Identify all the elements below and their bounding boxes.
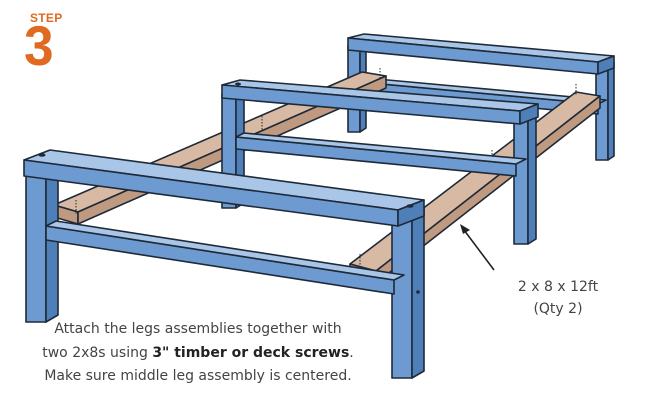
instruction-line-1: Attach the legs assemblies together with	[54, 321, 342, 337]
instruction-line-2-start: two 2x8s using	[42, 344, 153, 361]
middle-leg-assembly	[221, 79, 539, 245]
board-quantity-label: (Qty 2)	[533, 301, 583, 317]
instructions-text: Attach the legs assemblies together with…	[22, 318, 374, 389]
step-number: 3	[24, 14, 54, 77]
step-label: STEP	[30, 11, 63, 25]
board-callout: 2 x 8 x 12ft (Qty 2)	[498, 276, 618, 320]
instruction-line-2: two 2x8s using 3" timber or deck screws.	[22, 342, 374, 366]
screw-type-emphasis: 3" timber or deck screws	[152, 344, 350, 361]
callout-arrow	[460, 224, 495, 271]
instruction-line-3: Make sure middle leg assembly is centere…	[44, 368, 352, 384]
board-size-label: 2 x 8 x 12ft	[517, 279, 599, 295]
front-leg-assembly	[23, 149, 425, 379]
instruction-line-2-end: .	[349, 344, 354, 361]
